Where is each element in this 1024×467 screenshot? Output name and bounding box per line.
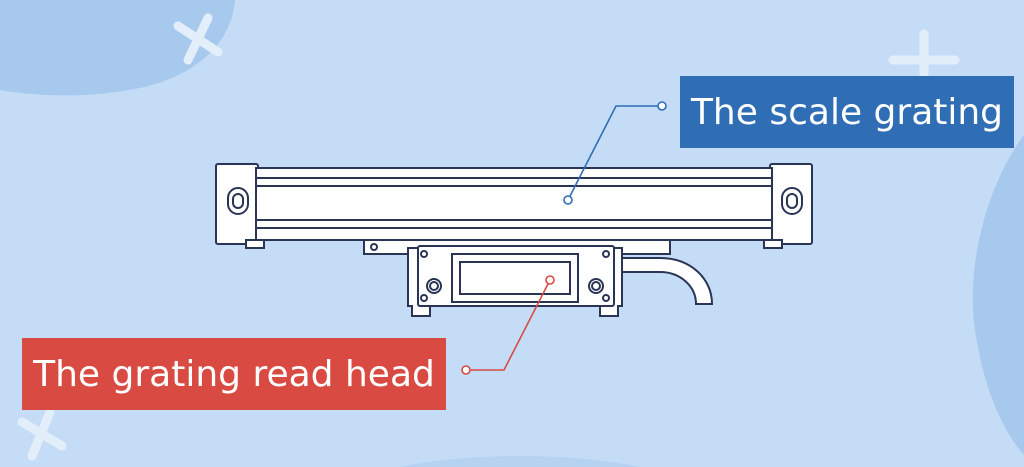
read-head-label: The grating read head — [22, 338, 446, 410]
screw-icon — [420, 250, 428, 258]
scale-foot-right — [763, 239, 783, 249]
background-blob-top-left — [0, 0, 235, 96]
screw-icon — [370, 243, 378, 251]
leader-line-read-head — [461, 275, 555, 375]
plus-decoration-icon — [17, 407, 67, 461]
background-blob-right — [972, 135, 1024, 455]
screw-icon — [420, 294, 428, 302]
leader-line-scale — [563, 101, 667, 205]
scale-foot-left — [245, 239, 265, 249]
screw-icon — [588, 278, 604, 294]
screw-icon — [426, 278, 442, 294]
cable-icon — [621, 257, 714, 305]
plus-decoration-icon — [173, 13, 223, 65]
scale-grating-label: The scale grating — [680, 76, 1014, 148]
read-head — [363, 239, 714, 317]
background-blob-bottom — [400, 456, 640, 467]
screw-icon — [602, 294, 610, 302]
scale-grating — [215, 163, 813, 249]
screw-icon — [602, 250, 610, 258]
